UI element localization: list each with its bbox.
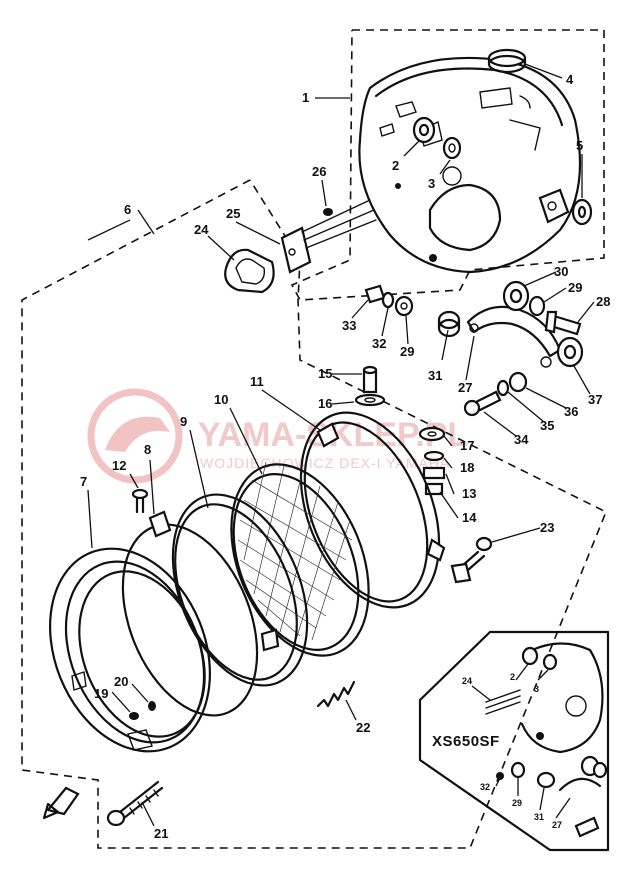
callout-29-left: 29 <box>400 344 414 359</box>
callout-10: 10 <box>214 392 228 407</box>
washer-32 <box>381 291 395 309</box>
callout-23: 23 <box>540 520 554 535</box>
callout-14: 14 <box>462 510 477 525</box>
callout-11: 11 <box>250 374 264 389</box>
callout-labels: 1 2 3 4 5 6 7 8 9 10 11 12 13 14 15 16 1… <box>80 72 610 841</box>
callout-18: 18 <box>460 460 474 475</box>
callout-7: 7 <box>80 474 87 489</box>
collar-31 <box>437 310 461 338</box>
callout-36: 36 <box>564 404 578 419</box>
screw-26 <box>323 208 333 216</box>
washer-29-right <box>528 295 546 317</box>
callout-2: 2 <box>392 158 399 173</box>
leader-lines <box>87 63 595 827</box>
bolt-34 <box>463 390 502 417</box>
screw-12 <box>131 488 149 514</box>
assembly-boundaries <box>21 29 608 849</box>
socket-cover-24 <box>224 248 275 294</box>
callout-29-right: 29 <box>568 280 582 295</box>
callout-33: 33 <box>342 318 356 333</box>
inset-callout-labels: 24 2 3 32 29 31 27 <box>462 672 562 830</box>
callout-26: 26 <box>312 164 326 179</box>
callout-19: 19 <box>94 686 108 701</box>
callout-24: 24 <box>194 222 209 237</box>
xs650sf-inset: XS650SF <box>418 630 610 852</box>
bulb-socket-25 <box>280 199 377 274</box>
callout-13: 13 <box>462 486 476 501</box>
callout-27: 27 <box>458 380 472 395</box>
callout-8: 8 <box>144 442 151 457</box>
screw-21 <box>106 780 164 827</box>
inset-callout-29: 29 <box>512 798 522 808</box>
nut-13 <box>422 466 446 480</box>
washer-18 <box>423 450 445 462</box>
inset-callout-24: 24 <box>462 676 472 686</box>
headlight-group-boundary <box>21 179 608 849</box>
callout-22: 22 <box>356 720 370 735</box>
grommet-2 <box>412 116 436 144</box>
callout-1: 1 <box>302 90 309 105</box>
grommet-5 <box>571 198 593 226</box>
callout-3: 3 <box>428 176 435 191</box>
inset-callout-31: 31 <box>534 812 544 822</box>
inset-callout-32: 32 <box>480 782 490 792</box>
washer-17 <box>418 426 446 442</box>
callout-4: 4 <box>566 72 574 87</box>
retaining-ring-8 <box>121 510 280 717</box>
callout-25: 25 <box>226 206 240 221</box>
callout-6: 6 <box>124 202 131 217</box>
headlight-housing <box>358 56 582 274</box>
damper-30 <box>502 280 530 312</box>
callout-21: 21 <box>154 826 168 841</box>
washer-16 <box>354 393 386 407</box>
bracket-27 <box>466 305 562 368</box>
front-arrow-icon <box>42 786 80 820</box>
inset-callout-2: 2 <box>510 672 515 682</box>
callout-28: 28 <box>596 294 610 309</box>
callout-15: 15 <box>318 366 332 381</box>
inset-model-label: XS650SF <box>432 733 500 750</box>
callout-31: 31 <box>428 368 442 383</box>
watermark: YAMA-SKLEP.PL WOJDIECHOWICZ DEX-I YAMAHA <box>87 388 468 484</box>
nut-33 <box>364 284 386 304</box>
callout-34: 34 <box>514 432 529 447</box>
spring-22 <box>316 680 356 708</box>
screw-19 <box>129 712 139 720</box>
callout-37: 37 <box>588 392 602 407</box>
damper-37 <box>556 336 584 368</box>
washer-36 <box>508 371 528 393</box>
callout-35: 35 <box>540 418 554 433</box>
callout-16: 16 <box>318 396 332 411</box>
housing-group-boundary <box>290 29 605 301</box>
callout-9: 9 <box>180 414 187 429</box>
screw-23 <box>450 536 493 584</box>
callout-20: 20 <box>114 674 128 689</box>
inset-callout-3: 3 <box>534 684 539 694</box>
grommet-4 <box>487 48 527 74</box>
washer-35 <box>496 379 510 397</box>
nut-20 <box>148 701 156 711</box>
washer-29-left <box>394 295 414 317</box>
callout-5: 5 <box>576 138 583 153</box>
mounting-ring-11 <box>299 411 446 609</box>
callout-30: 30 <box>554 264 568 279</box>
callout-17: 17 <box>460 438 474 453</box>
callout-12: 12 <box>112 458 126 473</box>
callout-32: 32 <box>372 336 386 351</box>
inset-callout-27: 27 <box>552 820 562 830</box>
washer-3 <box>442 136 462 160</box>
bolt-28 <box>544 310 582 336</box>
headlight-rim-7 <box>49 547 211 753</box>
bolt-15 <box>362 365 378 394</box>
